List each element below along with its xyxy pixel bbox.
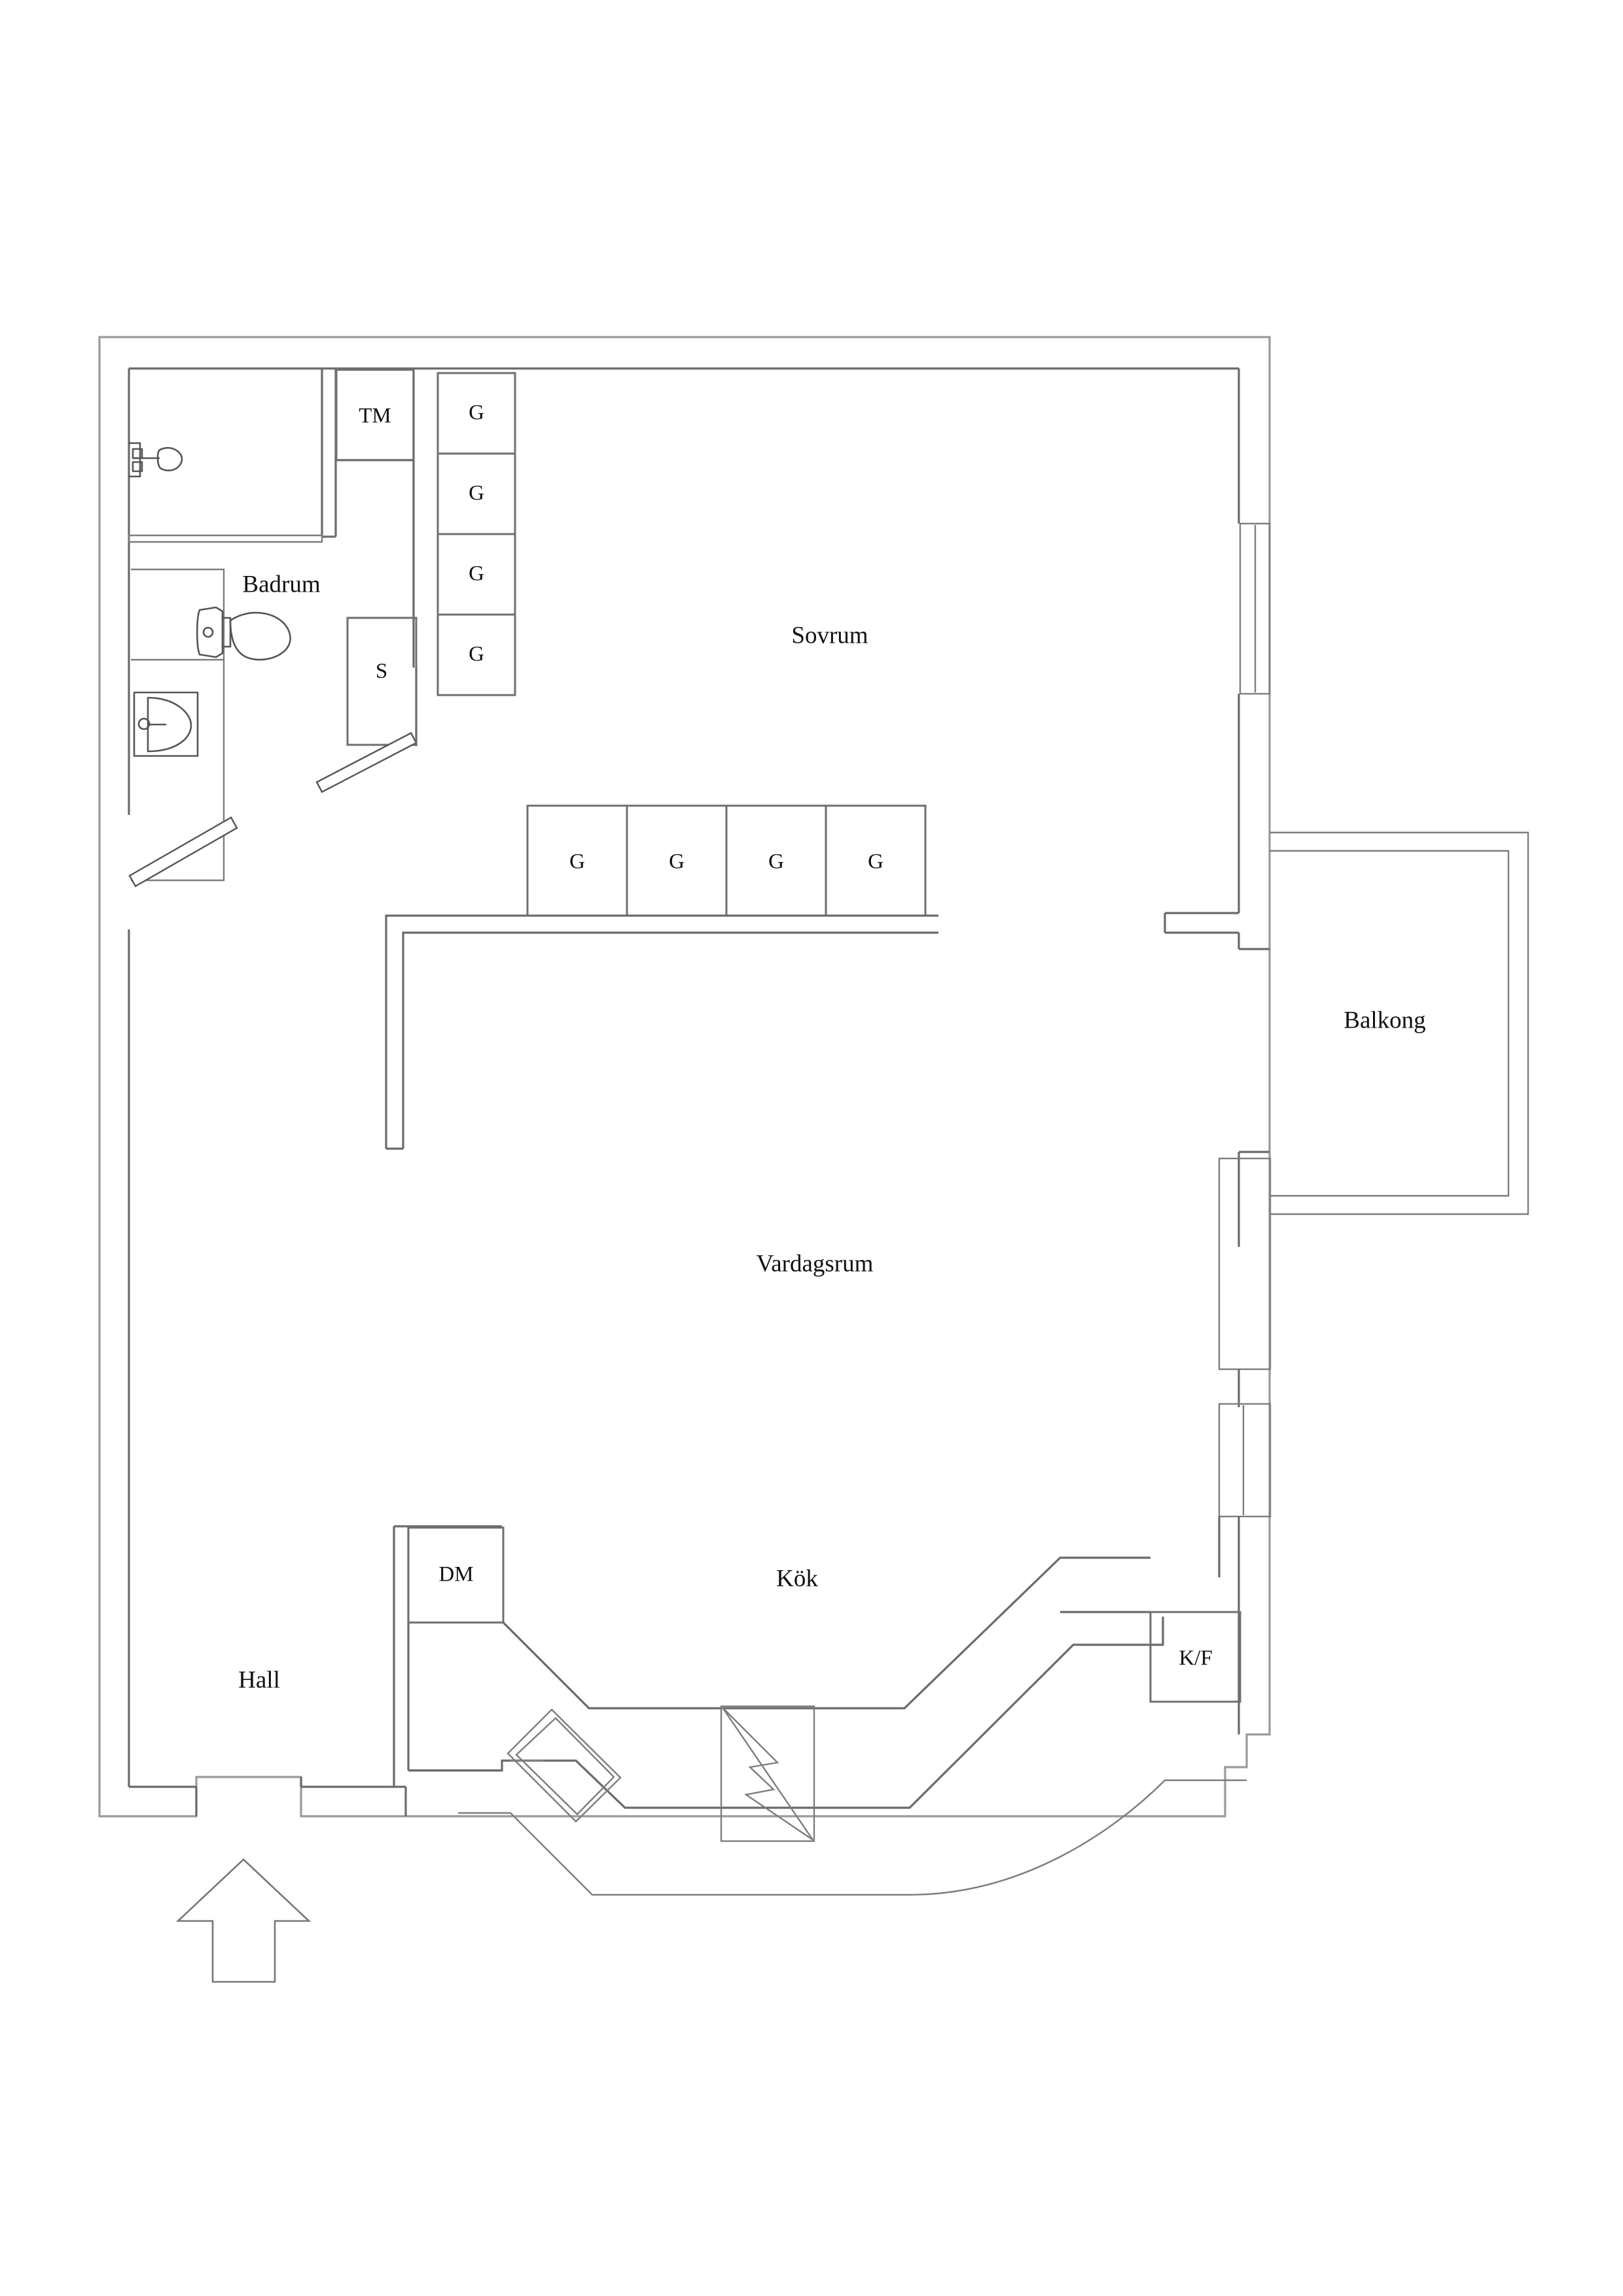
- room-label-balkong: Balkong: [1344, 1007, 1425, 1033]
- refrigerator-box: K/F: [1149, 1611, 1241, 1703]
- wardrobe-cell: G: [437, 533, 516, 616]
- outer-wall-outline: [98, 336, 1271, 1818]
- wardrobe-label: G: [868, 850, 883, 874]
- wardrobe-cell: G: [437, 452, 516, 535]
- toilet-icon: [196, 606, 291, 661]
- room-label-vardagsrum: Vardagsrum: [757, 1250, 874, 1277]
- wardrobe-label: G: [669, 850, 685, 874]
- kitchen-counter: [408, 1556, 1247, 1896]
- wardrobe-cell: G: [437, 613, 516, 696]
- wardrobe-label: G: [469, 401, 484, 425]
- tm-label: TM: [359, 404, 391, 428]
- wardrobe-cell: G: [437, 372, 516, 455]
- wardrobe-label: G: [469, 482, 484, 505]
- wardrobe-label: G: [569, 850, 585, 874]
- room-label-badrum: Badrum: [242, 571, 320, 598]
- dishwasher-box: DM: [407, 1526, 505, 1624]
- wardrobe-cell: G: [526, 804, 628, 917]
- bathroom-swing-door[interactable]: [128, 816, 238, 888]
- room-label-hall: Hall: [238, 1666, 280, 1693]
- wardrobe-label: G: [469, 643, 484, 666]
- shoe-closet-box: S: [346, 617, 418, 746]
- right-wall-inner: [1164, 368, 1272, 1734]
- wash-basin-icon: [133, 691, 199, 757]
- wardrobe-cell: G: [626, 804, 728, 917]
- wardrobe-cell: G: [725, 804, 827, 917]
- kf-label: K/F: [1179, 1647, 1212, 1670]
- kitchen-appliance: [507, 1708, 622, 1823]
- shower-mixer-icon: [128, 442, 183, 478]
- hall-closet-swing-door[interactable]: [315, 732, 418, 793]
- bathroom-walls: [128, 368, 337, 882]
- wardrobe-label: G: [768, 850, 784, 874]
- wardrobe-row: G G G G: [526, 804, 927, 917]
- room-label-sovrum: Sovrum: [791, 622, 868, 649]
- entrance-direction-arrow: [175, 1858, 312, 1983]
- wardrobe-column: G G G G: [437, 372, 516, 696]
- dm-label: DM: [438, 1563, 473, 1587]
- s-label: S: [376, 660, 387, 683]
- balcony-structure: [1270, 831, 1529, 1215]
- wardrobe-label: G: [469, 562, 484, 586]
- stove-hob-symbol: [720, 1705, 815, 1842]
- laundry-machine-box: TM: [335, 368, 415, 461]
- wardrobe-cell: G: [825, 804, 927, 917]
- room-label-kok: Kök: [776, 1565, 818, 1592]
- living-bedroom-partition: [385, 914, 938, 1150]
